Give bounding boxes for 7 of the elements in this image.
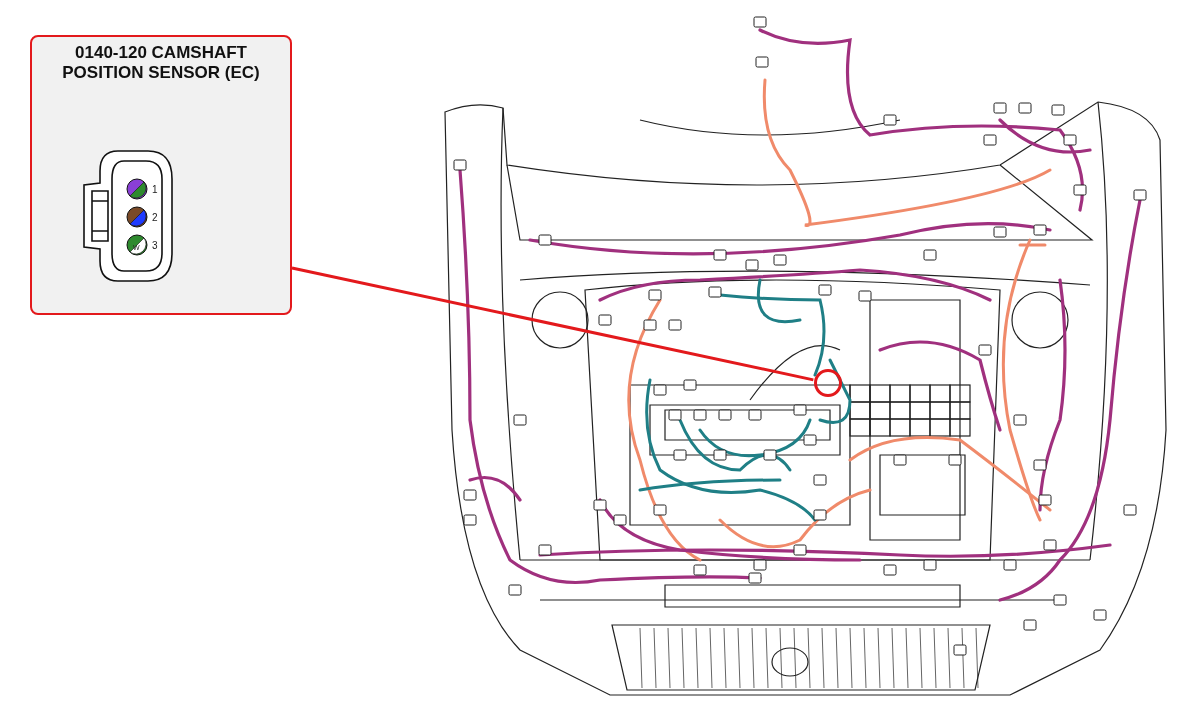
pin-number: 1 xyxy=(152,184,158,195)
pin-number: 3 xyxy=(152,240,158,251)
pin-number: 2 xyxy=(152,212,158,223)
highlight-circle xyxy=(814,369,842,397)
leader-line xyxy=(291,266,814,382)
callout-box xyxy=(30,35,292,315)
callout-title: 0140-120 CAMSHAFT POSITION SENSOR (EC) xyxy=(61,43,261,83)
